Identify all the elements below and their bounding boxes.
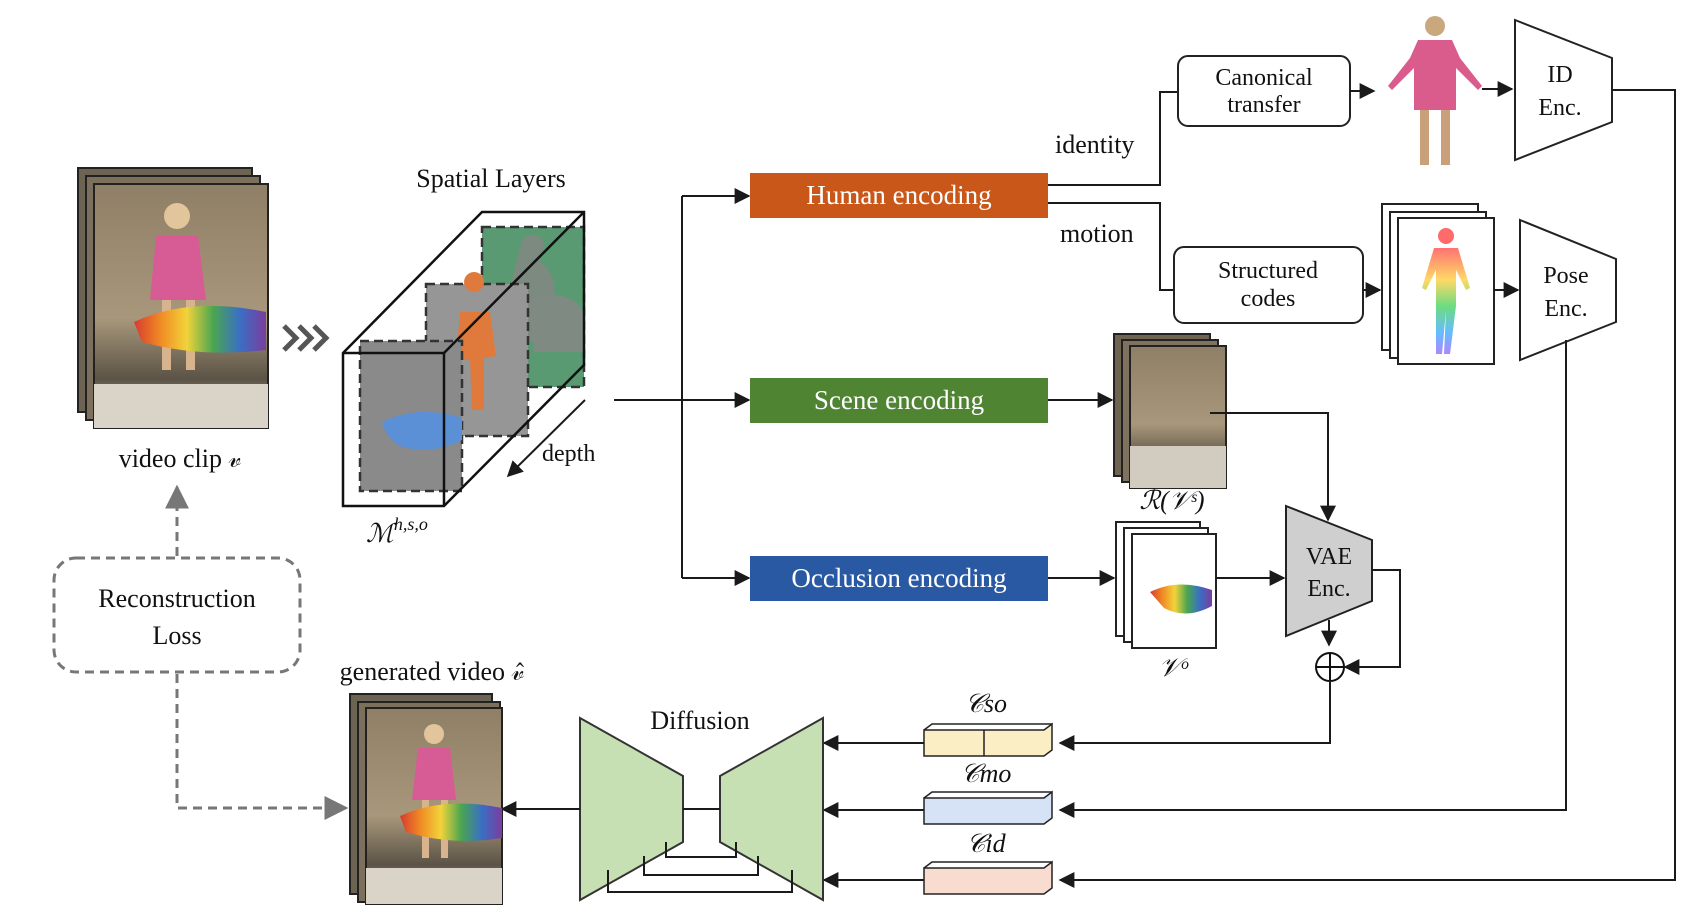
id-encoder-line2: Enc. [1538,95,1581,121]
reconstruction-loss-line2: Loss [152,621,201,650]
vae-skip-to-sum-arrow [1343,569,1401,675]
pose-encoder-line2: Enc. [1544,296,1587,322]
id-encoder-line1: ID [1547,62,1572,88]
occlusion-frames-label: 𝒱ᵒ [1158,653,1189,682]
scene-encoding-label: Scene encoding [814,385,984,415]
mask-label: ℳh,s,o [366,514,428,548]
motion-label: motion [1060,219,1134,248]
diffusion-unet [579,716,824,902]
vae-encoder-line2: Enc. [1307,576,1350,602]
chevron-arrows-icon [282,324,330,352]
c-mo-label: 𝒞mo [961,759,1012,788]
depth-arrow [506,399,586,478]
id-encoder [1514,18,1613,162]
c-so-label: 𝒞so [965,689,1007,718]
canonical-transfer-line2: transfer [1227,92,1300,118]
canonical-person-image [1388,16,1482,165]
generated-video-frame [365,707,503,905]
generated-video-label: generated video 𝓋̂ [340,657,525,686]
sum-to-cso-line [1058,681,1331,751]
structured-codes-line1: Structured [1218,258,1318,284]
pose-encoder-line1: Pose [1543,263,1588,289]
c-id-label: 𝒞id [966,829,1006,858]
scene-encoding-block [750,378,1048,423]
pose-encoder [1519,218,1617,362]
spatial-layers-cube [341,210,586,508]
reconstruction-loss-box [52,556,302,674]
depth-label: depth [542,441,595,467]
occlusion-encoding-block [750,556,1048,601]
motion-branch-line [1048,202,1174,291]
spatial-layers-title: Spatial Layers [416,164,565,193]
id-to-cid-line [1058,89,1676,888]
occlusion-encoding-label: Occlusion encoding [791,563,1006,593]
identity-branch-line [1048,91,1178,186]
vae-encoder [1285,504,1373,638]
diffusion-label: Diffusion [650,706,749,735]
vae-encoder-line1: VAE [1306,544,1352,570]
c-so-block [923,722,1053,757]
c-mo-block [923,790,1053,825]
input-video-frame [93,183,269,429]
generated-video-stack [349,693,503,905]
structured-codes-box [1173,246,1364,324]
occlusion-frames-stack [1115,521,1217,649]
canonical-transfer-line1: Canonical [1215,65,1313,91]
human-encoding-block [750,173,1048,218]
reconstruction-loss-line1: Reconstruction [98,584,255,613]
structured-codes-line2: codes [1241,286,1296,312]
scene-to-vae-line [1210,412,1336,522]
scene-frames-label: ℛ(𝒱ˢ) [1139,486,1204,515]
identity-label: identity [1055,130,1134,159]
human-encoding-label: Human encoding [806,180,991,210]
scene-frames-stack [1113,333,1227,489]
input-video-stack [77,167,269,429]
pose-to-cmo-line [1058,340,1567,818]
input-video-label: video clip 𝓋 [119,444,242,473]
c-id-block [923,860,1053,895]
sum-node-icon [1315,652,1345,682]
loss-to-generated-arrow [175,674,349,820]
pose-frames-stack [1381,203,1495,365]
